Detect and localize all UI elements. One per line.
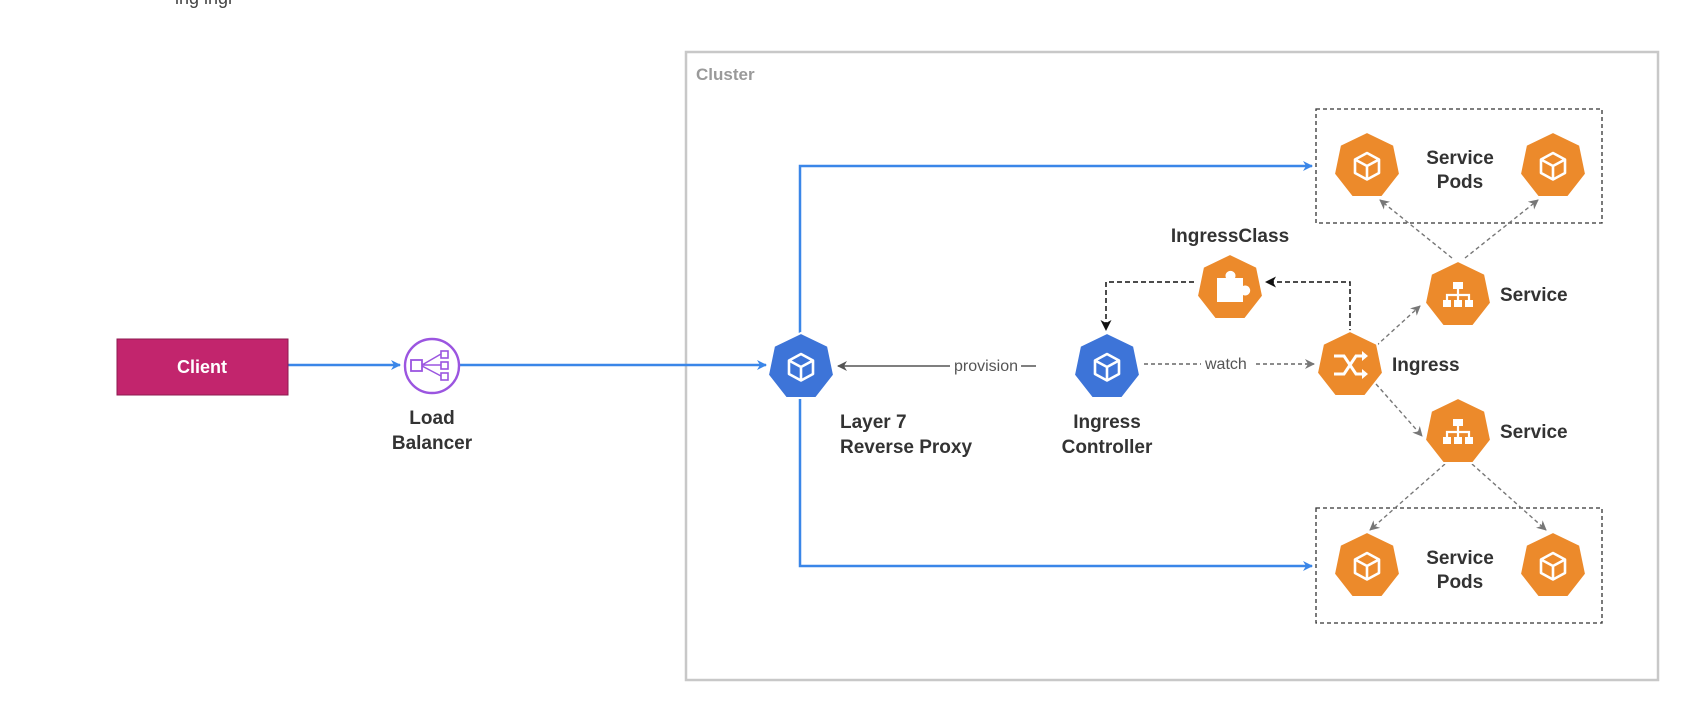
ingressclass-puzzle-icon [1195,252,1265,320]
client-node [116,338,289,396]
load-balancer-label-line1: Load [409,408,454,429]
ingress-icon [1315,329,1385,397]
edge-service-top-to-pod-2 [1464,199,1539,259]
service-pods-group-top [1315,108,1603,224]
ingress-controller-icon [1072,331,1142,399]
client-label: Client [177,357,227,377]
service-bottom-icon [1423,396,1493,464]
pod-top-2-icon [1518,130,1588,198]
edge-ingress-to-ingressclass [1265,276,1351,334]
pods-top-label-line1: Service [1426,148,1494,169]
pod-bottom-1-icon [1332,530,1402,598]
edge-ingressclass-to-controller [1100,281,1194,331]
reverse-proxy-icon [766,331,836,399]
ingress-controller-label-line1: Ingress [1073,412,1141,433]
ingress-controller-label-line2: Controller [1062,437,1153,458]
service-pods-group-bottom [1315,507,1603,624]
edge-proxy-to-pods-top [798,161,1313,336]
reverse-proxy-label-line2: Reverse Proxy [840,437,972,458]
pods-top-label-line2: Pods [1437,172,1483,193]
cluster-label: Cluster [696,65,755,84]
load-balancer-icon [403,337,461,395]
edge-service-top-to-pod-1 [1379,199,1453,259]
pod-top-1-icon [1332,130,1402,198]
ingressclass-label: IngressClass [1171,226,1289,247]
pods-bottom-label-line2: Pods [1437,572,1483,593]
service-bottom-label: Service [1500,422,1568,443]
load-balancer-label-line2: Balancer [392,433,473,454]
edge-service-bottom-to-pod-2 [1471,463,1547,531]
ingress-label: Ingress [1392,355,1460,376]
pods-bottom-label-line1: Service [1426,548,1494,569]
edge-service-bottom-to-pod-1 [1369,463,1446,531]
reverse-proxy-label-line1: Layer 7 [840,412,907,433]
edge-label-provision: provision [954,358,1018,375]
service-top-label: Service [1500,285,1568,306]
service-top-icon [1423,259,1493,327]
edge-label-watch: watch [1204,356,1247,373]
top-cropped-text: ing ingr [175,0,234,8]
edge-ingress-to-service-top [1375,305,1421,347]
edge-ingress-to-service-bottom [1375,383,1423,437]
edge-label-provision-backing [951,357,1022,376]
edge-proxy-to-pods-bottom [798,394,1313,571]
pod-bottom-2-icon [1518,530,1588,598]
edge-label-watch-backing [1201,355,1250,374]
